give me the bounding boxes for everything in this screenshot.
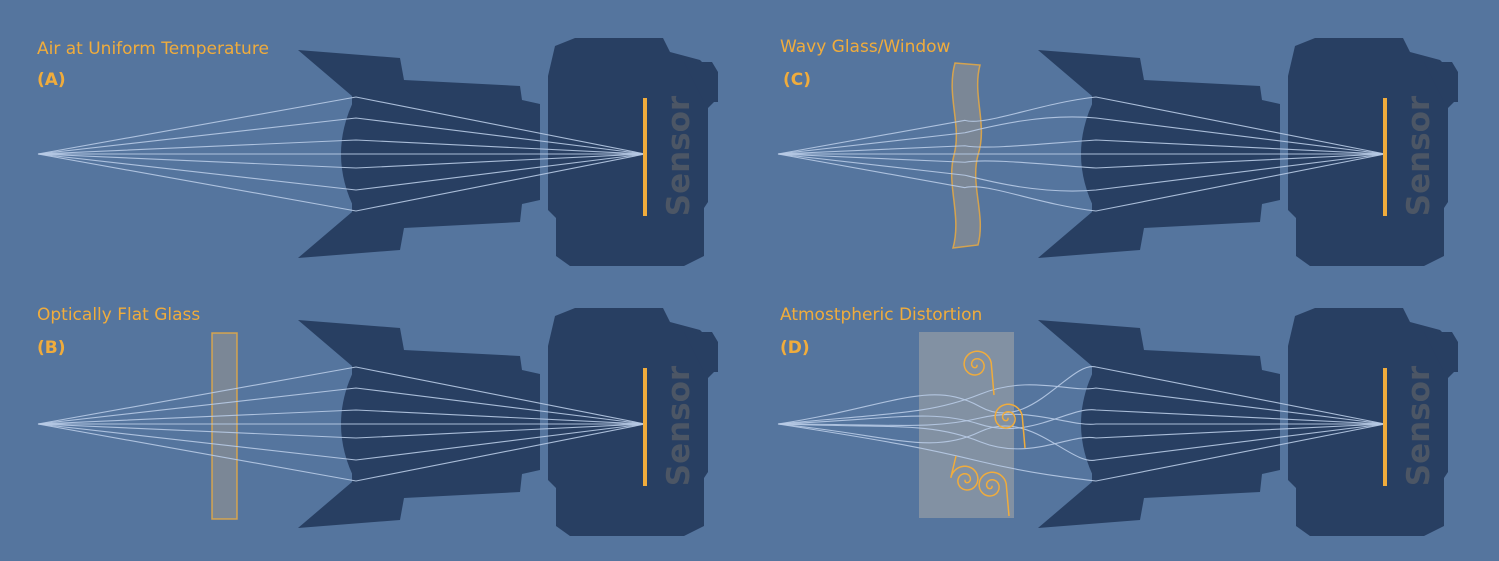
sensor-bar [1383,98,1387,216]
light-ray [37,409,646,425]
panel-d-title: Atmostpheric Distortion [780,305,983,325]
light-ray [37,387,646,425]
sensor-label: Sensor [661,95,697,216]
light-ray [37,366,646,425]
sensor-bar [643,368,647,486]
light-ray [777,409,1386,430]
panel-a-title: Air at Uniform Temperature [37,39,269,59]
panel-b-letter: (B) [37,338,66,358]
panel-a: Sensor [37,38,718,266]
light-ray [777,413,1385,427]
panel-c-letter: (C) [783,70,812,90]
sensor-label: Sensor [1401,95,1437,216]
light-ray [777,153,1386,192]
light-ray [777,96,1386,155]
light-ray [777,423,1386,450]
sensor-label: Sensor [1401,365,1437,486]
sensor-label: Sensor [661,365,697,486]
panel-d: Sensor [777,308,1458,536]
light-ray [777,384,1386,425]
panel-d-letter: (D) [780,338,810,358]
sensor-bar [1383,368,1387,486]
light-ray [777,423,1386,482]
panel-c-title: Wavy Glass/Window [780,37,951,57]
light-ray [37,423,646,461]
wavy-glass-pane [950,62,983,249]
light-ray [37,423,646,439]
light-ray [37,117,646,155]
light-ray [37,423,646,482]
panel-b-title: Optically Flat Glass [37,305,201,325]
light-ray [37,153,646,191]
air-swirl [978,471,1010,517]
air-swirl [963,350,995,396]
air-swirl [950,455,979,491]
light-ray [777,366,1386,425]
light-ray [37,96,646,155]
light-ray [777,139,1386,155]
camera-silhouette [1038,38,1458,266]
panel-a-letter: (A) [37,70,66,90]
camera-silhouette [298,308,718,536]
flat-glass-pane [211,332,238,520]
camera-silhouette [1038,308,1458,536]
light-ray [777,423,1386,461]
light-ray [777,153,1386,212]
camera-silhouette [298,38,718,266]
light-ray [37,153,646,212]
light-ray [777,153,1386,169]
light-ray [777,116,1386,155]
light-ray [37,153,646,169]
air-swirl [994,403,1026,449]
panel-c: Sensor [777,38,1458,266]
panel-b: Sensor [37,308,718,536]
sensor-bar [643,98,647,216]
light-ray [37,139,646,155]
